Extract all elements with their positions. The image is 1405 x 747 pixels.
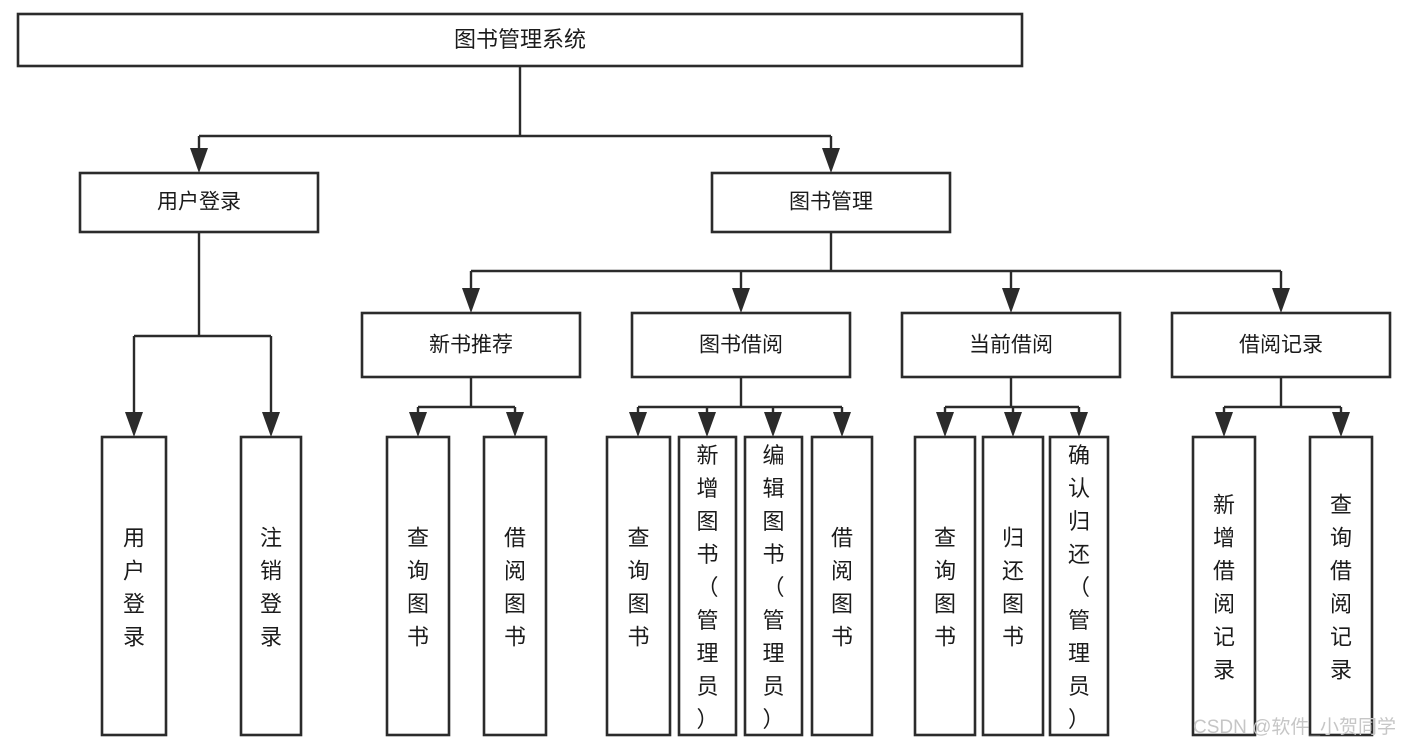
node-root[interactable]: 图书管理系统: [16, 12, 1024, 68]
node-leaf-return-book-box[interactable]: [981, 435, 1045, 737]
node-leaf-user-logout-box[interactable]: [239, 435, 303, 737]
node-leaf-user-login-label: 用户登录: [123, 526, 145, 650]
arrow-head-leaf-borrow-book-1: [506, 412, 524, 437]
node-leaf-user-login[interactable]: 用户登录: [100, 435, 168, 737]
node-leaf-user-logout-label: 注销登录: [260, 526, 282, 650]
arrow-head-leaf-query-book-3: [936, 412, 954, 437]
node-leaf-confirm-return[interactable]: 确认归还（管理员）: [1048, 435, 1110, 737]
node-leaf-return-book[interactable]: 归还图书: [981, 435, 1045, 737]
connector-root-to-level1: [197, 66, 833, 160]
node-leaf-add-record[interactable]: 新增借阅记录: [1191, 435, 1257, 737]
node-leaf-borrow-book-1-box[interactable]: [482, 435, 548, 737]
arrow-head-leaf-user-logout: [262, 412, 280, 437]
node-leaf-add-book-box[interactable]: [677, 435, 738, 737]
arrow-head-leaf-add-record: [1215, 412, 1233, 437]
node-leaf-query-record[interactable]: 查询借阅记录: [1308, 435, 1374, 737]
connector-layer: [125, 66, 1350, 437]
node-leaf-add-book-label: 新增图书（管理员）: [696, 443, 718, 732]
node-new-book-rec[interactable]: 新书推荐: [360, 311, 582, 379]
arrow-head-leaf-query-book-2: [629, 412, 647, 437]
arrow-head-leaf-borrow-book-2: [833, 412, 851, 437]
node-user-login[interactable]: 用户登录: [78, 171, 320, 234]
node-leaf-confirm-return-label: 确认归还（管理员）: [1068, 443, 1090, 732]
connector-new-book-rec-to-leaves: [416, 377, 517, 424]
connector-book-manage-to-level2: [469, 232, 1283, 300]
leaf-layer: 用户登录 注销登录 查询图书 借阅图书 查询图书 新增图书（管理员） 编辑图书（管理员） 借阅…: [100, 435, 1374, 737]
node-leaf-return-book-label: 归还图书: [1002, 526, 1024, 650]
node-leaf-confirm-return-box[interactable]: [1048, 435, 1110, 737]
node-leaf-query-book-1-box[interactable]: [385, 435, 451, 737]
node-current-borrow-box[interactable]: [900, 311, 1122, 379]
node-leaf-borrow-book-1-label: 借阅图书: [504, 526, 526, 650]
arrow-head-leaf-user-login: [125, 412, 143, 437]
arrow-head-new-book-rec: [462, 288, 480, 313]
node-leaf-borrow-book-2[interactable]: 借阅图书: [810, 435, 874, 737]
connector-book-borrow-to-leaves: [636, 377, 844, 424]
node-book-manage-box[interactable]: [710, 171, 952, 234]
node-root-box[interactable]: [16, 12, 1024, 68]
node-leaf-add-record-label: 新增借阅记录: [1213, 493, 1235, 683]
arrow-head-leaf-query-record: [1332, 412, 1350, 437]
node-current-borrow-label: 当前借阅: [969, 334, 1053, 357]
arrow-head-leaf-confirm-return: [1070, 412, 1088, 437]
node-borrow-record-box[interactable]: [1170, 311, 1392, 379]
node-leaf-query-book-3-label: 查询图书: [934, 526, 956, 650]
connector-user-login-to-leaves: [132, 232, 273, 424]
connector-borrow-record-to-leaves: [1222, 377, 1343, 424]
node-book-borrow-label: 图书借阅: [699, 334, 783, 357]
node-book-borrow-box[interactable]: [630, 311, 852, 379]
arrow-head-user-login: [190, 148, 208, 173]
arrow-head-leaf-add-book: [698, 412, 716, 437]
node-new-book-rec-box[interactable]: [360, 311, 582, 379]
node-user-login-box[interactable]: [78, 171, 320, 234]
arrow-head-current-borrow: [1002, 288, 1020, 313]
node-borrow-record[interactable]: 借阅记录: [1170, 311, 1392, 379]
node-leaf-query-book-3-box[interactable]: [913, 435, 977, 737]
node-new-book-rec-label: 新书推荐: [429, 334, 513, 357]
node-leaf-query-book-2-box[interactable]: [605, 435, 672, 737]
node-book-manage[interactable]: 图书管理: [710, 171, 952, 234]
arrow-head-borrow-record: [1272, 288, 1290, 313]
node-book-manage-label: 图书管理: [789, 191, 873, 214]
node-leaf-edit-book-box[interactable]: [743, 435, 804, 737]
node-root-label: 图书管理系统: [454, 27, 586, 52]
node-leaf-query-book-1-label: 查询图书: [407, 526, 429, 650]
node-leaf-add-book[interactable]: 新增图书（管理员）: [677, 435, 738, 737]
arrow-head-leaf-edit-book: [764, 412, 782, 437]
node-leaf-add-record-box[interactable]: [1191, 435, 1257, 737]
node-user-login-label: 用户登录: [157, 191, 241, 214]
node-borrow-record-label: 借阅记录: [1239, 334, 1323, 357]
csdn-watermark: CSDN @软件_小贺同学: [1193, 716, 1396, 738]
node-leaf-edit-book[interactable]: 编辑图书（管理员）: [743, 435, 804, 737]
node-leaf-query-book-3[interactable]: 查询图书: [913, 435, 977, 737]
node-current-borrow[interactable]: 当前借阅: [900, 311, 1122, 379]
node-leaf-borrow-book-2-label: 借阅图书: [831, 526, 853, 650]
node-leaf-edit-book-label: 编辑图书（管理员）: [762, 443, 784, 732]
arrow-head-leaf-return-book: [1004, 412, 1022, 437]
node-leaf-query-record-box[interactable]: [1308, 435, 1374, 737]
node-leaf-query-book-2[interactable]: 查询图书: [605, 435, 672, 737]
node-leaf-query-book-1[interactable]: 查询图书: [385, 435, 451, 737]
node-leaf-borrow-book-1[interactable]: 借阅图书: [482, 435, 548, 737]
arrow-head-book-borrow: [732, 288, 750, 313]
arrow-head-book-manage: [822, 148, 840, 173]
node-leaf-user-login-box[interactable]: [100, 435, 168, 737]
arrow-head-leaf-query-book-1: [409, 412, 427, 437]
node-leaf-query-record-label: 查询借阅记录: [1330, 493, 1352, 683]
node-book-borrow[interactable]: 图书借阅: [630, 311, 852, 379]
node-leaf-borrow-book-2-box[interactable]: [810, 435, 874, 737]
node-leaf-user-logout[interactable]: 注销登录: [239, 435, 303, 737]
node-leaf-query-book-2-label: 查询图书: [627, 526, 649, 650]
